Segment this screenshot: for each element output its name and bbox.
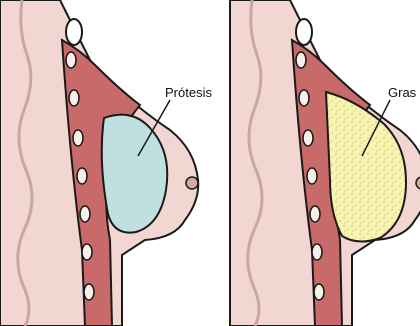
- rib: [84, 284, 94, 300]
- rib: [82, 244, 92, 260]
- rib: [296, 52, 306, 68]
- rib: [299, 90, 309, 106]
- clavicle: [66, 19, 82, 45]
- rib: [69, 90, 79, 106]
- rib: [73, 130, 83, 146]
- callout-label-implant: Prótesis: [165, 85, 212, 100]
- clavicle: [296, 19, 312, 45]
- rib: [303, 130, 313, 146]
- breast-fat: [326, 92, 406, 242]
- rib: [312, 244, 322, 260]
- rib: [66, 52, 76, 68]
- rib: [310, 206, 320, 222]
- rib: [80, 206, 90, 222]
- panel-fat: Gras: [230, 0, 420, 326]
- panel-implant: Prótesis: [0, 0, 212, 326]
- rib: [307, 168, 317, 184]
- rib: [77, 168, 87, 184]
- callout-label-fat: Gras: [388, 85, 417, 100]
- nipple: [186, 177, 198, 189]
- rib: [314, 284, 324, 300]
